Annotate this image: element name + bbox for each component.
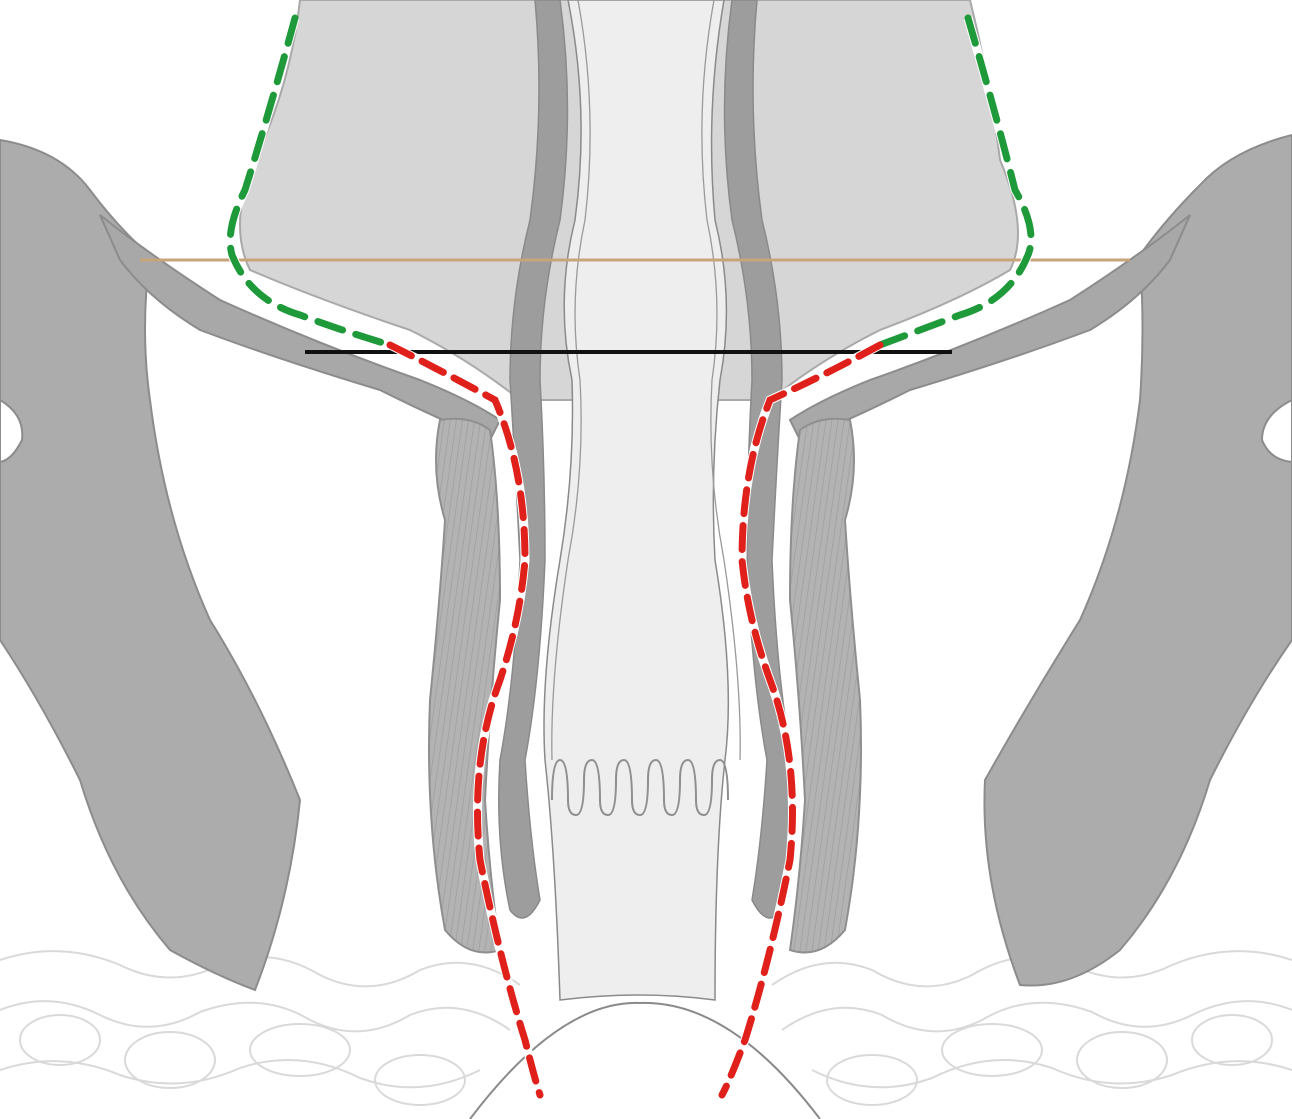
left-external-sphincter [429, 419, 500, 953]
right-external-sphincter [790, 419, 861, 953]
